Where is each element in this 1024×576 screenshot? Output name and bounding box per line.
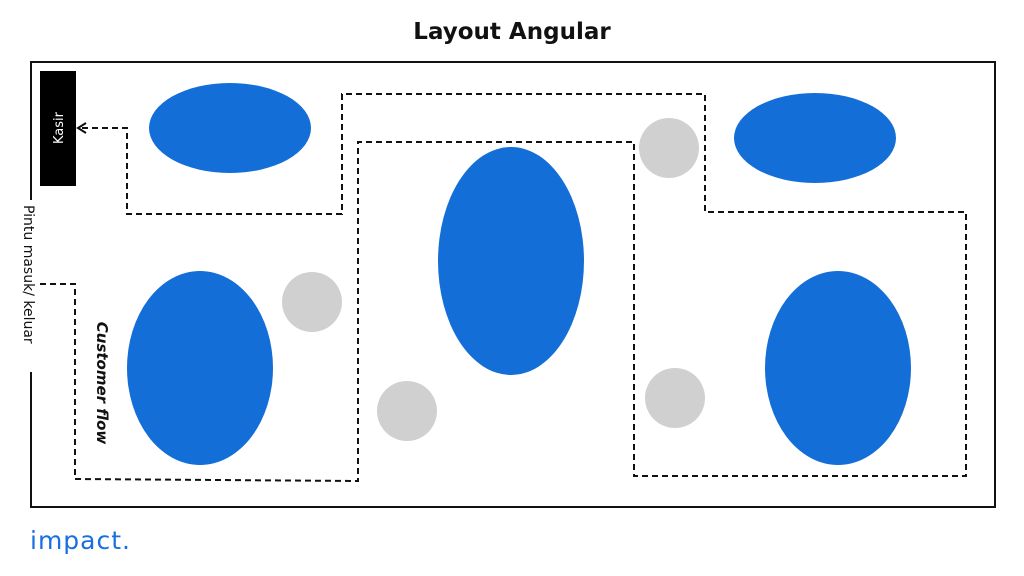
customer-flow-label: Customer flow bbox=[93, 322, 111, 445]
cashier-counter bbox=[40, 71, 76, 186]
chair bbox=[645, 368, 705, 428]
table bbox=[734, 93, 896, 183]
diagram-title: Layout Angular bbox=[413, 19, 611, 45]
cashier-label: Kasir bbox=[52, 111, 67, 144]
table bbox=[765, 271, 911, 465]
door-label: Pintu masuk/ keluar bbox=[20, 205, 36, 344]
table bbox=[149, 83, 311, 173]
table bbox=[438, 147, 584, 375]
chair bbox=[639, 118, 699, 178]
customer-flow-path bbox=[40, 93, 967, 483]
room-wall bbox=[30, 61, 996, 508]
table bbox=[127, 271, 273, 465]
impact-logo: impact. bbox=[30, 526, 131, 555]
chair bbox=[377, 381, 437, 441]
arrow-head-icon bbox=[76, 122, 87, 134]
cashier: Kasir bbox=[40, 71, 76, 186]
chair bbox=[282, 272, 342, 332]
door: Pintu masuk/ keluar bbox=[20, 205, 36, 344]
